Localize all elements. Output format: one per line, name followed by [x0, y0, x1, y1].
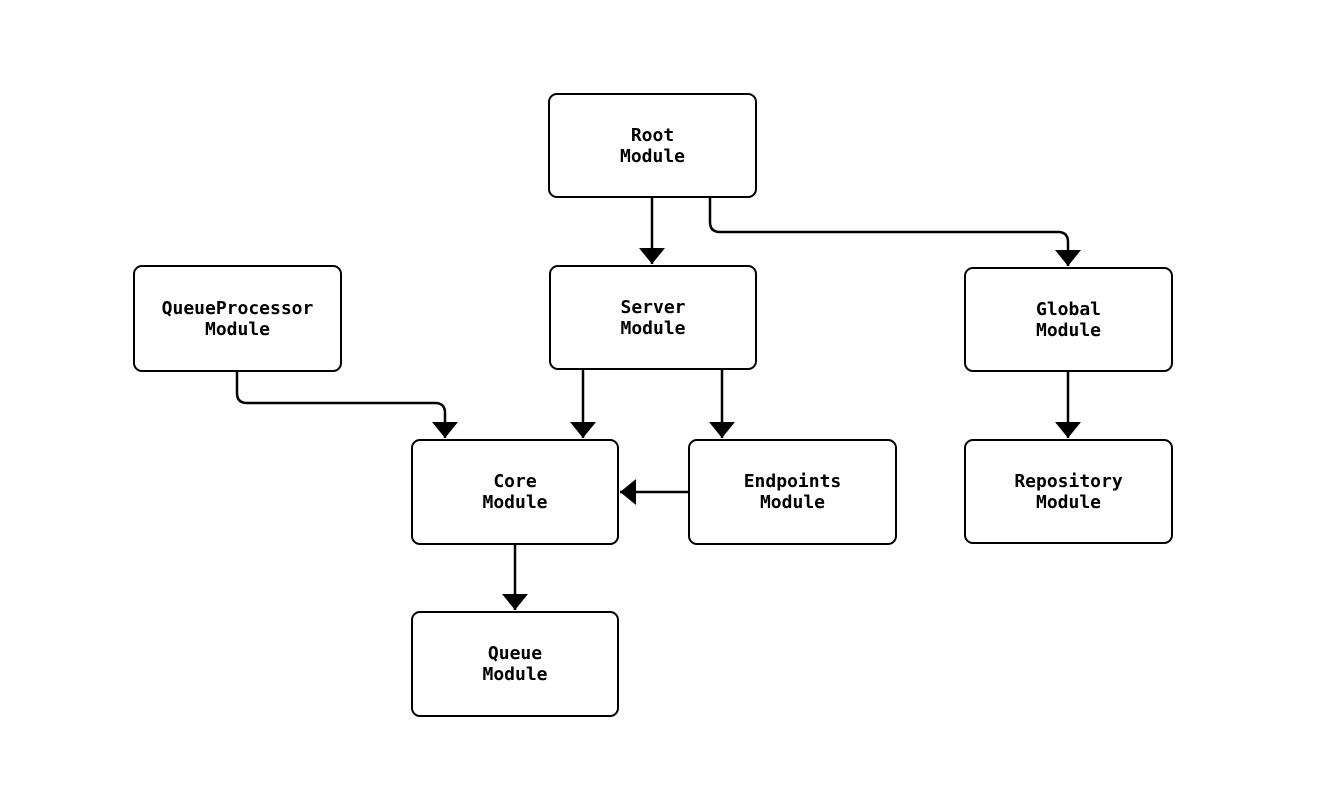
node-repository-label: Repository Module [1014, 470, 1123, 513]
node-endpoints-label: Endpoints Module [743, 471, 842, 513]
node-root: Root Module [548, 93, 757, 198]
node-global-label: Global Module [1035, 298, 1102, 341]
node-root-label: Root Module [619, 124, 686, 167]
edge-root-to-global [708, 198, 1081, 266]
node-queue: Queue Module [411, 611, 619, 717]
node-server: Server Module [549, 265, 757, 370]
node-queue-label: Queue Module [482, 643, 548, 685]
node-core: Core Module [411, 439, 619, 545]
edge-queueprocessor-to-core [235, 372, 458, 438]
node-repository: Repository Module [964, 439, 1173, 544]
node-core-label: Core Module [482, 471, 548, 513]
node-server-label: Server Module [620, 296, 686, 339]
node-global: Global Module [964, 267, 1173, 372]
node-queueprocessor-label: QueueProcessor Module [161, 297, 314, 340]
node-endpoints: Endpoints Module [688, 439, 897, 545]
node-queueprocessor: QueueProcessor Module [133, 265, 342, 372]
